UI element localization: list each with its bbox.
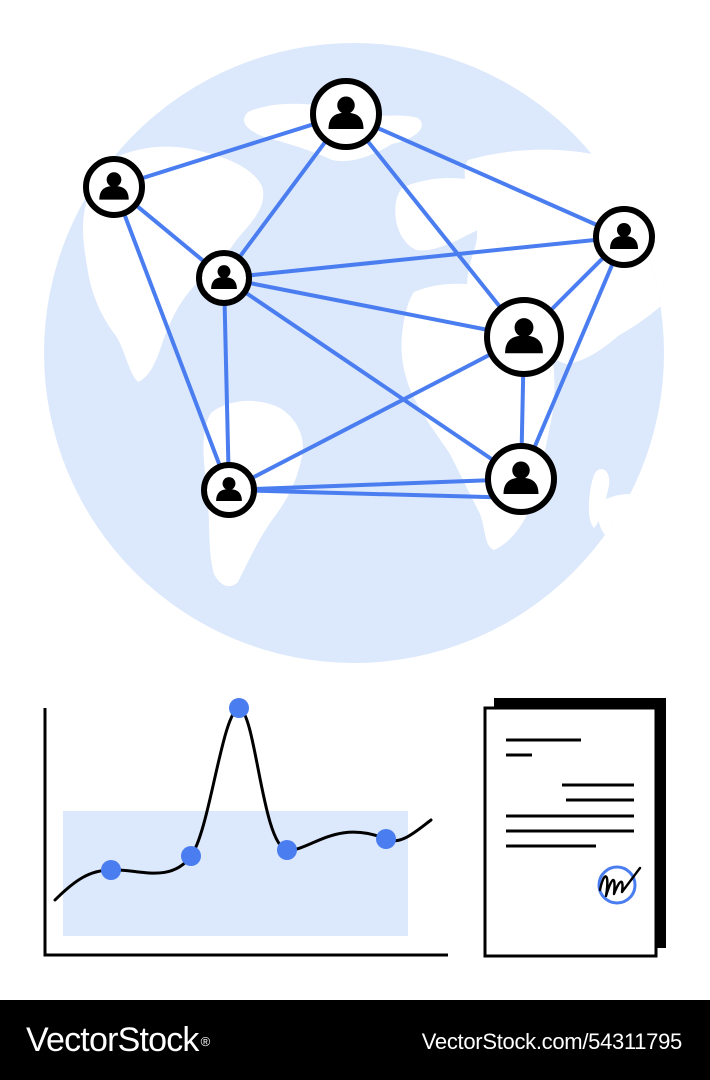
brand-registered-mark: ® <box>200 1034 211 1049</box>
user-icon <box>505 318 543 354</box>
network-connections <box>112 112 626 500</box>
signed-document-icon <box>483 698 666 958</box>
connection-line <box>222 276 523 481</box>
brand-name: VectorStock <box>26 1021 199 1059</box>
user-node <box>201 462 257 518</box>
connection-line <box>227 488 523 500</box>
global-network-illustration <box>43 43 666 958</box>
line-chart-icon <box>43 698 448 957</box>
user-node <box>485 443 557 515</box>
connection-line <box>227 477 523 492</box>
connection-line <box>222 235 626 280</box>
user-nodes <box>83 78 655 518</box>
connection-line <box>222 276 526 339</box>
watermark-footer: VectorStock® VectorStock.com/54311795 <box>0 1000 710 1080</box>
chart-point <box>229 698 249 718</box>
user-node <box>196 250 252 306</box>
user-node <box>484 297 564 377</box>
connection-line <box>112 185 231 492</box>
chart-point <box>101 860 121 880</box>
chart-point <box>376 829 396 849</box>
user-icon <box>216 477 242 502</box>
user-node <box>83 156 145 218</box>
user-node <box>310 78 382 150</box>
signature-seal-icon <box>597 865 642 905</box>
brand-logo: VectorStock® <box>26 1016 211 1064</box>
chart-points <box>101 698 396 880</box>
continent-madagascar <box>588 469 610 528</box>
user-icon <box>610 223 638 249</box>
connection-line <box>344 112 626 239</box>
connection-line <box>519 235 626 481</box>
user-icon <box>211 265 237 290</box>
connection-line <box>227 335 526 492</box>
continent-australia <box>598 494 664 545</box>
user-node <box>593 206 655 268</box>
chart-axes <box>43 708 448 957</box>
chart-point <box>277 840 297 860</box>
user-icon <box>328 96 364 129</box>
connection-line <box>222 276 231 492</box>
image-id: VectorStock.com/54311795 <box>421 1029 683 1054</box>
user-icon <box>99 172 129 200</box>
connection-line <box>344 112 526 339</box>
chart-point <box>181 846 201 866</box>
connection-line <box>112 112 348 189</box>
user-icon <box>503 461 539 494</box>
document-text-lines <box>506 738 634 848</box>
